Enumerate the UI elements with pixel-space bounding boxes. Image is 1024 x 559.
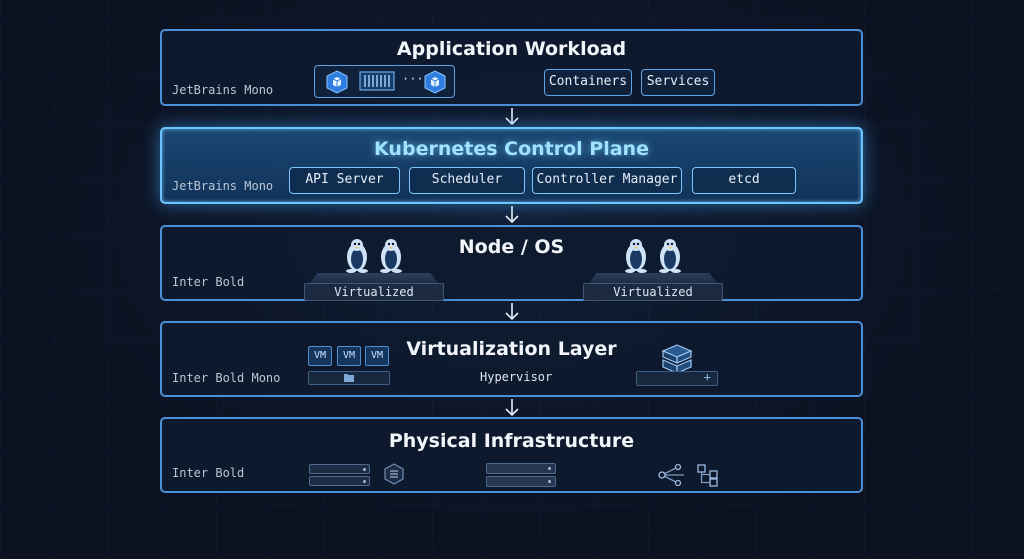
arrow-down-icon [505, 303, 519, 321]
vm-badge: VM [308, 346, 332, 366]
api-server-pill[interactable]: API Server [289, 167, 400, 194]
virtualized-platform: Virtualized [583, 237, 723, 301]
arrow-down-icon [505, 399, 519, 417]
vm-host-bar [308, 371, 390, 385]
platform-top [589, 273, 717, 283]
arrow-down-icon [505, 206, 519, 224]
server-unit [486, 463, 556, 474]
arrow-down-icon [505, 108, 519, 126]
layer-title: Physical Infrastructure [388, 430, 635, 452]
linux-penguin-icon [625, 239, 647, 273]
layer-title: Virtualization Layer [406, 338, 617, 360]
layer-physical-infrastructure: Physical Infrastructure Inter Bold [160, 417, 863, 493]
server-unit [486, 476, 556, 487]
linux-penguin-icon [380, 239, 402, 273]
font-label: Inter Bold [172, 466, 245, 480]
layer-virtualization: Virtualization Layer Inter Bold Mono VM … [160, 321, 863, 397]
services-pill[interactable]: Services [641, 69, 715, 96]
server-unit [309, 476, 370, 486]
font-label: Inter Bold Mono [172, 371, 281, 385]
containers-pill[interactable]: Containers [544, 69, 632, 96]
platform-top [310, 273, 438, 283]
linux-penguin-icon [659, 239, 681, 273]
platform-label: Virtualized [613, 285, 693, 299]
container-rack-icon [359, 71, 395, 91]
server-stack-icon [661, 344, 693, 374]
font-label: Inter Bold [172, 275, 245, 289]
server-unit [309, 464, 370, 474]
etcd-pill[interactable]: etcd [692, 167, 796, 194]
scheduler-pill[interactable]: Scheduler [409, 167, 525, 194]
network-tree-icon [697, 464, 718, 487]
vm-badge: VM [365, 346, 389, 366]
virtualized-platform: Virtualized [304, 237, 444, 301]
workload-icon-group: ··· [314, 65, 455, 98]
network-share-icon [658, 463, 684, 487]
layer-node-os: Node / OS Inter Bold Virtualized [160, 225, 863, 301]
hypervisor-bar: + [636, 370, 718, 386]
folder-icon [344, 374, 354, 382]
controller-manager-pill[interactable]: Controller Manager [532, 167, 682, 194]
layer-kubernetes-control-plane: Kubernetes Control Plane JetBrains Mono … [160, 127, 863, 204]
layer-title: Application Workload [396, 38, 627, 60]
ellipsis: ··· [402, 72, 424, 86]
storage-icon [384, 463, 404, 485]
vm-badge: VM [337, 346, 361, 366]
platform-label: Virtualized [334, 285, 414, 299]
linux-penguin-icon [346, 239, 368, 273]
platform-base [583, 283, 723, 301]
kubernetes-icon [326, 70, 348, 94]
layer-application-workload: Application Workload JetBrains Mono ··· … [160, 29, 863, 106]
hypervisor-label: Hypervisor [480, 370, 553, 384]
font-label: JetBrains Mono [172, 83, 274, 97]
plus-icon: + [703, 370, 711, 384]
font-label: JetBrains Mono [172, 179, 274, 193]
kubernetes-icon [424, 70, 446, 94]
layer-title: Node / OS [458, 236, 565, 258]
layer-title: Kubernetes Control Plane [374, 138, 649, 160]
platform-base [304, 283, 444, 301]
